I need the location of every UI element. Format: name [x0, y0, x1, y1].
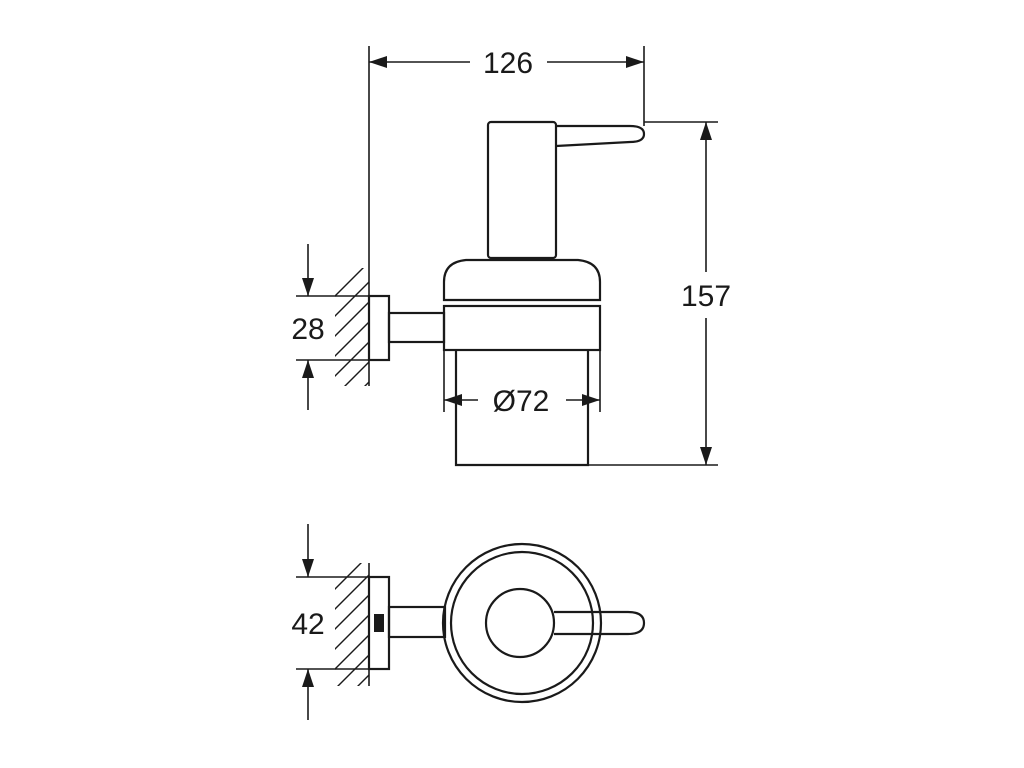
dimension-width-label: 126 [483, 47, 533, 80]
dimension-diameter-label: Ø72 [493, 385, 550, 418]
dispenser-cap [442, 258, 602, 302]
glass-container [454, 350, 590, 467]
container-inner-circle [449, 550, 595, 696]
dimension-diameter: Ø72 [443, 350, 601, 418]
dimension-height-label: 157 [681, 280, 731, 313]
pump-head-circle [484, 587, 556, 659]
side-view: 126 157 Ø72 [291, 46, 731, 467]
pump-head [486, 120, 558, 260]
holder-ring [442, 304, 602, 352]
pump-lever-top [554, 610, 646, 636]
dimension-rosette-front-label: 42 [291, 608, 324, 641]
container-outer-circle [441, 542, 603, 704]
dimension-rosette-side: 28 [291, 244, 369, 410]
wall-hatching-side [335, 268, 369, 386]
dimension-rosette-front: 42 [291, 524, 369, 720]
dimension-rosette-side-label: 28 [291, 313, 324, 346]
wall-rosette-side [367, 294, 391, 362]
dimension-width: 126 [369, 46, 645, 126]
top-view: 42 [291, 524, 646, 720]
wall-hatching-top [335, 563, 369, 686]
dimension-height: 157 [588, 121, 731, 466]
pump-lever [555, 124, 646, 148]
holder-arm-side [387, 311, 446, 344]
screw-icon [374, 614, 384, 632]
holder-arm-top [387, 605, 447, 639]
